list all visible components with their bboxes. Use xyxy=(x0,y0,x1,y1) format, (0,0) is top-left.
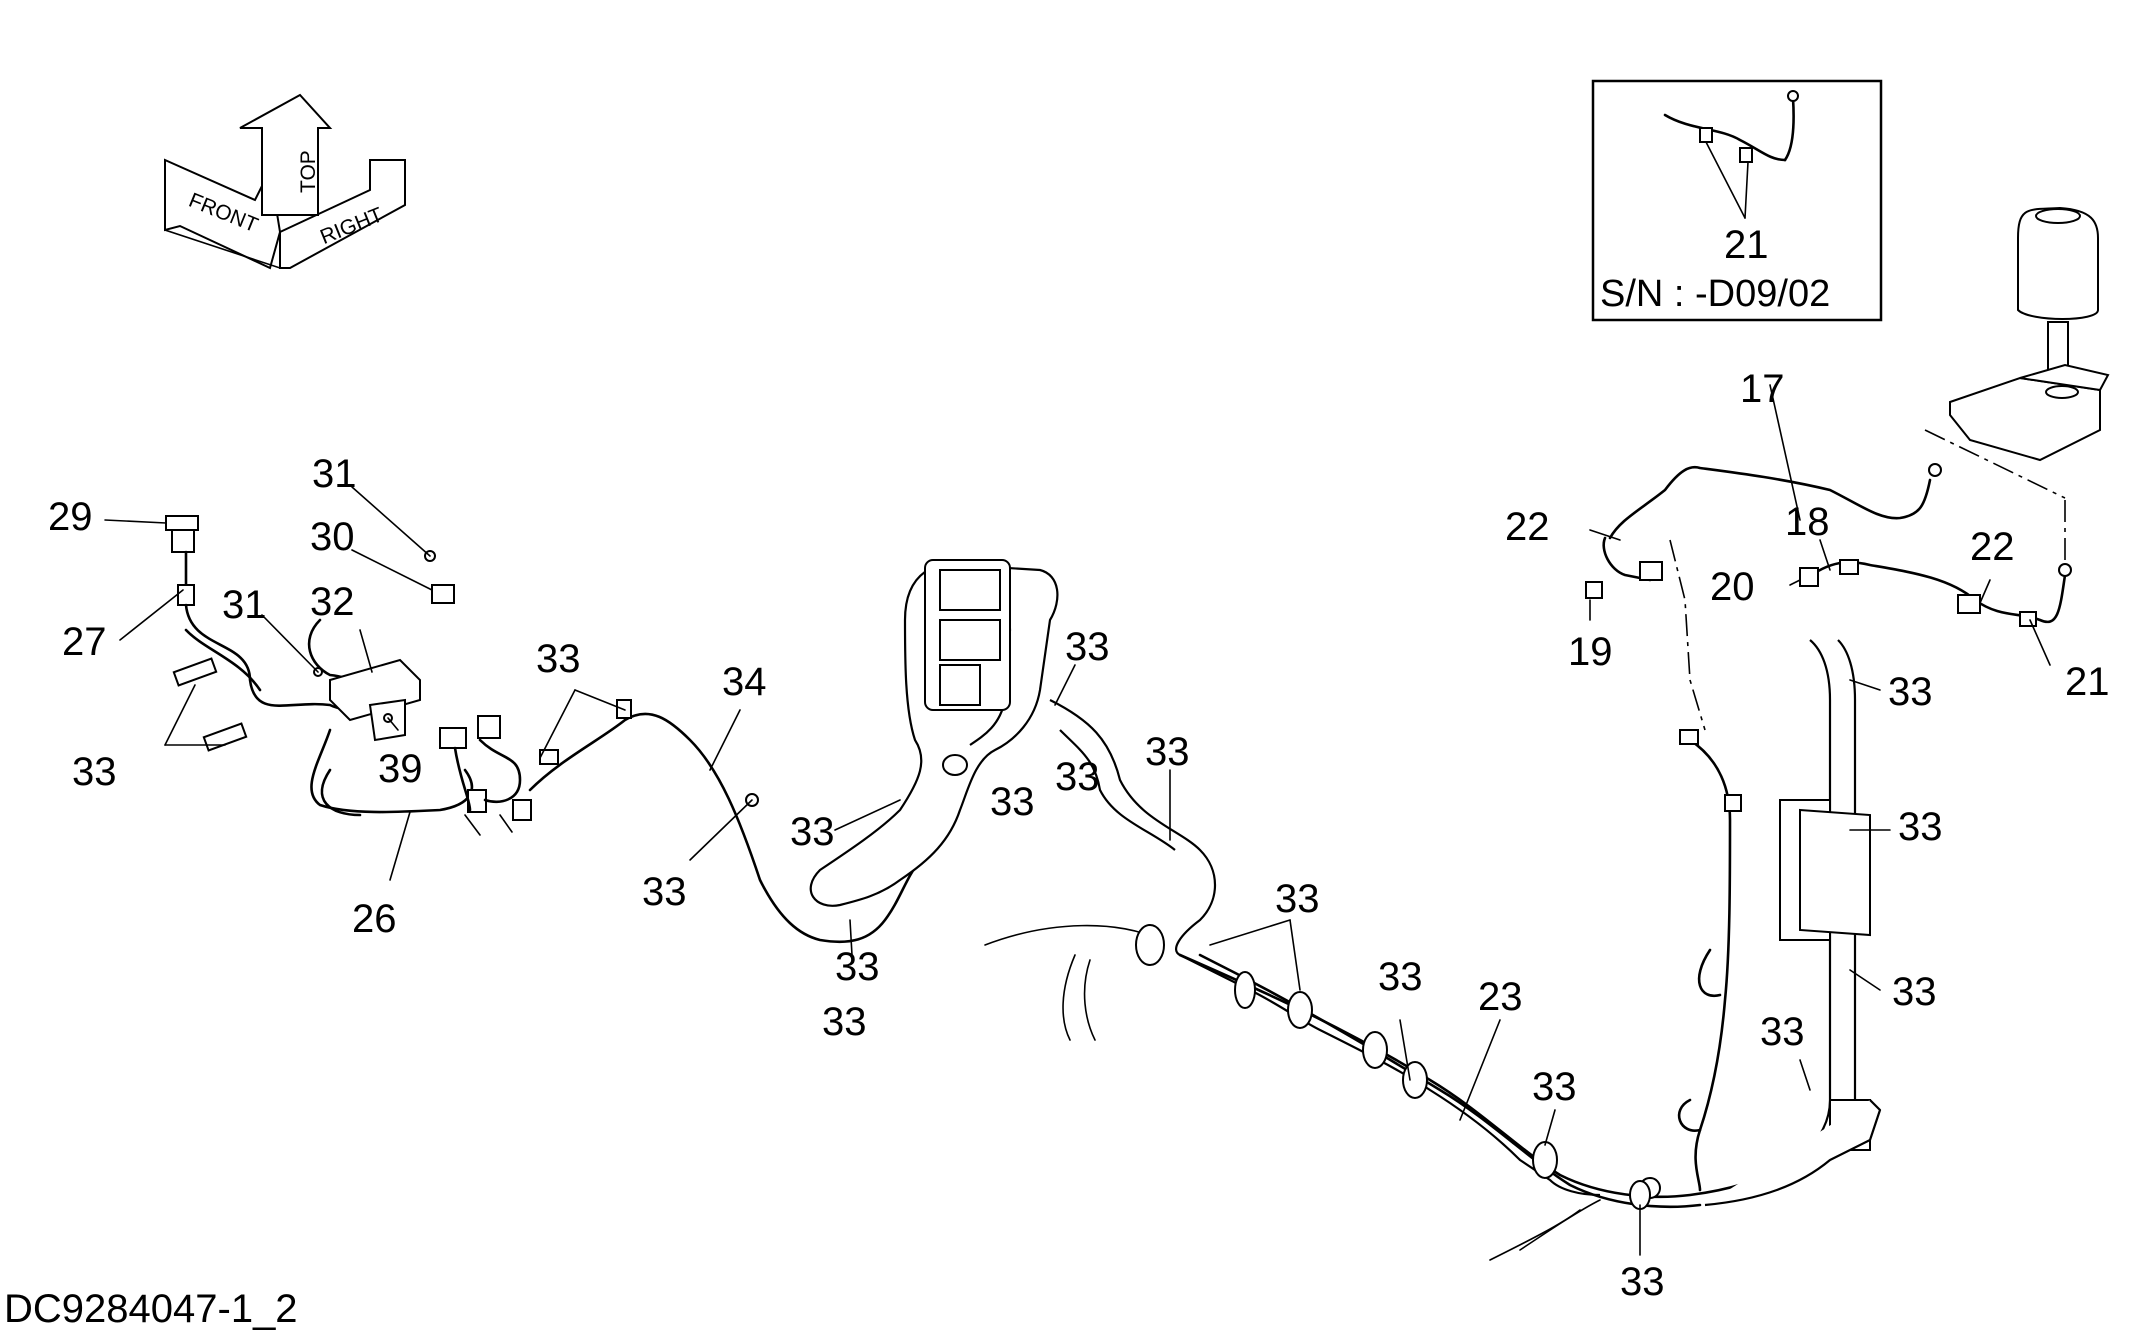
callout-33: 33 xyxy=(1760,1010,1805,1054)
callout-21: 21 xyxy=(2065,660,2110,704)
callout-19: 19 xyxy=(1568,630,1613,674)
callout-22-right: 22 xyxy=(1970,525,2015,569)
callout-32: 32 xyxy=(310,580,355,624)
serial-number-label: S/N : -D09/02 xyxy=(1600,273,1830,315)
main-harness xyxy=(809,559,1882,1261)
callouts: 17 18 19 20 21 22 22 23 26 27 29 30 31 3… xyxy=(48,367,2110,1304)
callout-33: 33 xyxy=(1378,955,1423,999)
callout-31-top: 31 xyxy=(312,452,357,496)
callout-33: 33 xyxy=(1145,730,1190,774)
callout-20: 20 xyxy=(1710,565,1755,609)
callout-17: 17 xyxy=(1740,367,1785,411)
callout-30: 30 xyxy=(310,515,355,559)
orientation-symbol: FRONT TOP RIGHT xyxy=(164,93,406,270)
top-label: TOP xyxy=(297,150,320,193)
callout-22-left: 22 xyxy=(1505,505,1550,549)
callout-33: 33 xyxy=(835,945,880,989)
callout-29: 29 xyxy=(48,495,93,539)
callout-33: 33 xyxy=(1898,805,1943,849)
callout-33: 33 xyxy=(1275,877,1320,921)
callout-18: 18 xyxy=(1785,500,1830,544)
inset-callout: 21 xyxy=(1724,223,1769,267)
callout-33: 33 xyxy=(1892,970,1937,1014)
callout-33: 33 xyxy=(1532,1065,1577,1109)
callout-31-mid: 31 xyxy=(222,583,267,627)
callout-34: 34 xyxy=(722,660,767,704)
callout-33: 33 xyxy=(790,810,835,854)
callout-33: 33 xyxy=(536,637,581,681)
beacon-harness xyxy=(1585,463,2072,731)
callout-33: 33 xyxy=(1620,1260,1665,1304)
drawing-id: DC9284047-1_2 xyxy=(4,1287,298,1331)
callout-23: 23 xyxy=(1478,975,1523,1019)
callout-33: 33 xyxy=(990,780,1035,824)
callout-27: 27 xyxy=(62,620,107,664)
callout-33: 33 xyxy=(1065,625,1110,669)
callout-33: 33 xyxy=(1055,755,1100,799)
inset-detail: 21 S/N : -D09/02 xyxy=(1591,79,1883,322)
beacon-lamp xyxy=(1924,206,2110,560)
callout-33: 33 xyxy=(822,1000,867,1044)
callout-33: 33 xyxy=(642,870,687,914)
callout-39: 39 xyxy=(378,747,423,791)
callout-33: 33 xyxy=(72,750,117,794)
callout-26: 26 xyxy=(352,897,397,941)
leader-lines xyxy=(104,384,2051,1256)
callout-33: 33 xyxy=(1888,670,1933,714)
